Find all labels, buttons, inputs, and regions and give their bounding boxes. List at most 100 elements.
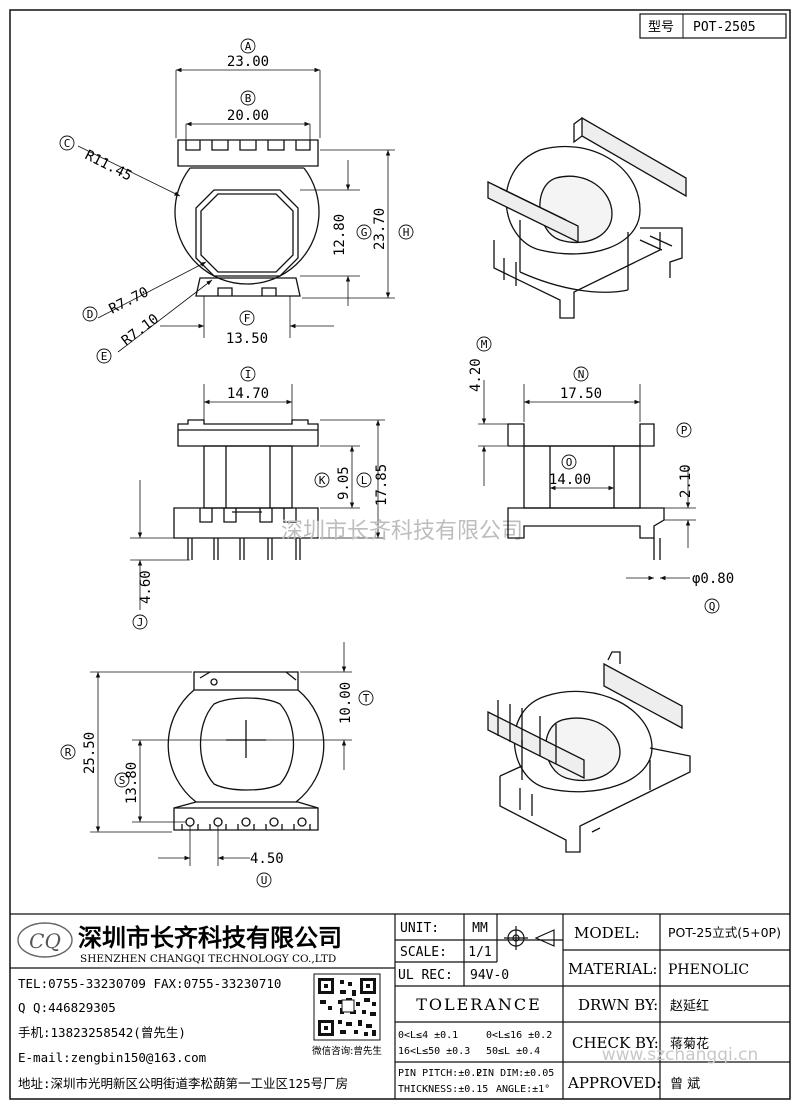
- dim-D-value: R7.70: [107, 284, 152, 317]
- label-J: J: [137, 616, 144, 629]
- label-F: F: [244, 312, 251, 325]
- dim-H-value: 23.70: [372, 208, 388, 250]
- label-N: N: [578, 368, 585, 381]
- label-O: O: [566, 456, 573, 469]
- label-M: M: [481, 338, 488, 351]
- dim-P-value: 2.10: [678, 464, 694, 498]
- company-contacts: TEL:0755-33230709 FAX:0755-33230710 Q Q:…: [18, 976, 348, 1091]
- side-view-dims: [478, 380, 696, 581]
- wechat-qr-code: [313, 973, 381, 1041]
- label-P: P: [681, 424, 688, 437]
- approved-value: 曾 斌: [670, 1077, 700, 1092]
- label-A: A: [245, 40, 252, 53]
- label-L: L: [361, 474, 368, 487]
- unit-value: MM: [472, 921, 488, 936]
- dim-T-value: 10.00: [338, 682, 354, 724]
- dim-Q-value: φ0.80: [692, 571, 734, 587]
- label-I: I: [245, 368, 252, 381]
- dim-L-value: 17.85: [374, 464, 390, 506]
- label-U: U: [261, 874, 268, 887]
- side-view-labels: 4.20 M N 17.50 O 14.00 P 2.10 φ0.80 Q: [468, 336, 734, 614]
- dim-U-value: 4.50: [250, 851, 284, 867]
- website-watermark: www.szchangqi.cn: [602, 1045, 758, 1065]
- company-address: 地址:深圳市光明新区公明街道李松蓢第一工业区125号厂房: [18, 1076, 348, 1091]
- label-B: B: [245, 92, 252, 105]
- watermark: 深圳市长齐科技有限公司: [281, 519, 523, 544]
- check-value: 蒋菊花: [670, 1036, 709, 1052]
- top-view: [174, 139, 320, 297]
- dim-F-value: 13.50: [226, 331, 268, 347]
- tol-row-3b: PIN DIM:±0.05: [476, 1068, 554, 1079]
- company-tel: TEL:0755-33230709 FAX:0755-33230710: [18, 976, 281, 991]
- tol-row-2b: 50≤L ±0.4: [486, 1046, 540, 1057]
- tol-row-4a: THICKNESS:±0.15: [398, 1084, 488, 1095]
- tolerance-label: TOLERANCE: [416, 995, 542, 1014]
- dim-K-value: 9.05: [336, 466, 352, 500]
- model-value: POT-25立式(5+0P): [668, 925, 781, 940]
- front-view-labels: I 14.70 4.60 J K 9.05 L 17.85: [132, 366, 390, 630]
- company-mobile: 手机:13823258542(曾先生): [18, 1025, 186, 1040]
- company-qq: Q Q:446829305: [18, 1000, 116, 1015]
- front-view-dims: [130, 384, 385, 610]
- label-T: T: [363, 692, 370, 705]
- header-model-box: 型号 POT-2505: [639, 13, 787, 39]
- label-E: E: [101, 350, 108, 363]
- tol-row-1b: 0<L≤16 ±0.2: [486, 1030, 552, 1041]
- model-label: MODEL:: [574, 924, 640, 942]
- bottom-view: [167, 671, 325, 831]
- unit-label: UNIT:: [400, 921, 439, 936]
- ulrec-value: 94V-0: [470, 968, 509, 983]
- company-logo: CQ: [17, 922, 73, 958]
- material-label: MATERIAL:: [568, 960, 657, 978]
- label-R: R: [65, 746, 72, 759]
- label-H: H: [403, 226, 410, 239]
- wechat-caption: 微信咨询:曾先生: [312, 1045, 382, 1057]
- ulrec-label: UL REC:: [398, 968, 453, 983]
- approved-label: APPROVED:: [567, 1074, 661, 1092]
- isometric-view-bottom: [487, 651, 691, 853]
- dim-J-value: 4.60: [138, 570, 154, 604]
- top-view-dims: [77, 67, 395, 353]
- label-G: G: [361, 226, 368, 239]
- material-value: PHENOLIC: [668, 962, 749, 978]
- front-view: [173, 419, 319, 560]
- bottom-view-labels: R 25.50 S 13.80 10.00 T 4.50 U: [60, 682, 374, 888]
- label-D: D: [87, 308, 94, 321]
- header-model-label: 型号: [648, 20, 674, 35]
- drawn-value: 赵延红: [670, 998, 709, 1014]
- label-Q: Q: [709, 600, 716, 613]
- company-name-en: SHENZHEN CHANGQI TECHNOLOGY CO.,LTD: [80, 953, 336, 965]
- dim-C-value: R11.45: [82, 147, 134, 184]
- drawn-label: DRWN BY:: [578, 996, 658, 1014]
- scale-label: SCALE:: [400, 945, 447, 960]
- side-view: [507, 423, 665, 560]
- dim-E-value: R7.10: [119, 311, 162, 349]
- company-logo-text: CQ: [29, 929, 61, 953]
- tol-row-4b: ANGLE:±1°: [496, 1084, 550, 1095]
- title-block: [10, 913, 790, 1099]
- sheet-frame: [9, 9, 791, 1100]
- company-email: E-mail:zengbin150@163.com: [18, 1050, 206, 1065]
- dim-A-value: 23.00: [227, 54, 269, 70]
- top-view-labels: A 23.00 B 20.00 C R11.45 D R7.70 E R7.10…: [59, 38, 414, 364]
- tol-row-2a: 16<L≤50 ±0.3: [398, 1046, 470, 1057]
- dim-S-value: 13.80: [124, 762, 140, 804]
- dim-M-value: 4.20: [468, 358, 484, 392]
- dim-O-value: 14.00: [549, 472, 591, 488]
- header-model-value: POT-2505: [693, 20, 756, 35]
- isometric-view-top: [487, 116, 687, 319]
- label-S: S: [119, 774, 126, 787]
- dim-B-value: 20.00: [227, 108, 269, 124]
- dim-I-value: 14.70: [227, 386, 269, 402]
- company-name-cn: 深圳市长齐科技有限公司: [78, 924, 342, 952]
- title-block-text: UNIT: MM SCALE: 1/1 UL REC: 94V-0 TOLERA…: [398, 921, 781, 1095]
- tol-row-3a: PIN PITCH:±0.2: [398, 1068, 482, 1079]
- dim-N-value: 17.50: [560, 386, 602, 402]
- tol-row-1a: 0<L≤4 ±0.1: [398, 1030, 458, 1041]
- scale-value: 1/1: [468, 945, 491, 960]
- bottom-view-dims: [90, 642, 352, 866]
- check-label: CHECK BY:: [572, 1034, 659, 1052]
- label-C: C: [64, 137, 71, 150]
- dim-R-value: 25.50: [82, 732, 98, 774]
